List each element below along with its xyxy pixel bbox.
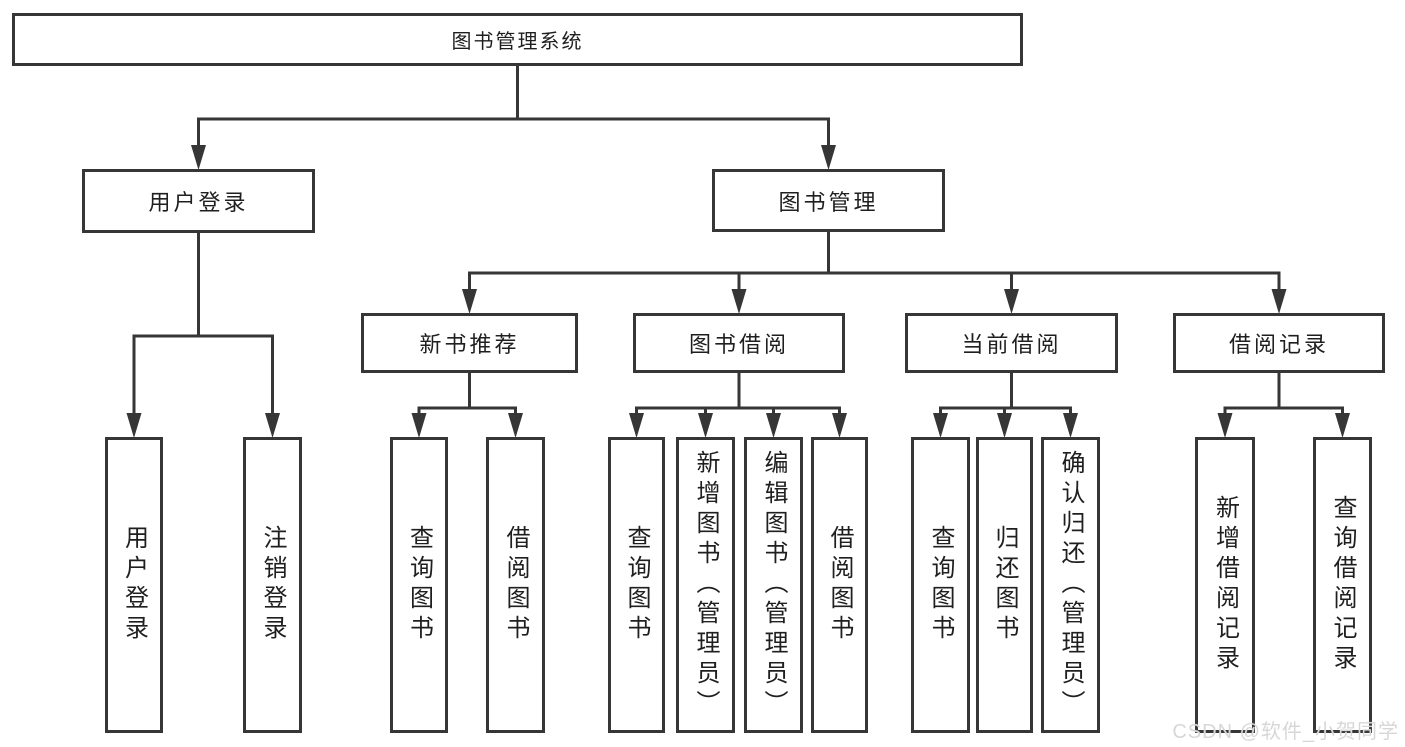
arrowhead-icon	[997, 413, 1012, 438]
node-new-book-rec: 新书推荐	[361, 313, 578, 373]
node-leaf-add-borrow-record: 新增借阅记录	[1195, 437, 1255, 733]
node-label-new-book-rec: 新书推荐	[419, 332, 520, 357]
node-label-borrow-record: 借阅记录	[1228, 332, 1329, 357]
node-label-leaf-logout: 注销登录	[259, 525, 286, 645]
arrowhead-icon	[933, 413, 948, 438]
arrowhead-icon	[731, 289, 747, 314]
node-label-leaf-return-books: 归还图书	[991, 525, 1018, 645]
node-label-current-borrow: 当前借阅	[961, 332, 1062, 357]
node-label-user-login: 用户登录	[148, 190, 249, 215]
node-leaf-user-login: 用户登录	[105, 437, 163, 733]
node-label-leaf-query-books-1: 查询图书	[405, 525, 433, 645]
node-user-login: 用户登录	[82, 169, 315, 233]
node-leaf-add-books: 新增图书（管理员）	[676, 437, 735, 733]
node-book-borrow: 图书借阅	[633, 313, 845, 373]
arrowhead-icon	[832, 413, 847, 438]
arrowhead-icon	[766, 413, 781, 438]
node-label-leaf-add-books: 新增图书（管理员）	[692, 450, 719, 720]
node-label-leaf-borrow-books-1: 借阅图书	[502, 525, 529, 645]
node-root: 图书管理系统	[12, 13, 1023, 66]
arrowhead-icon	[265, 413, 280, 438]
node-label-leaf-add-borrow-record: 新增借阅记录	[1211, 495, 1239, 675]
node-label-book-mgmt: 图书管理	[778, 189, 879, 215]
node-leaf-query-borrow-record: 查询借阅记录	[1313, 437, 1372, 733]
arrowhead-icon	[462, 289, 477, 314]
node-label-root: 图书管理系统	[451, 31, 584, 53]
arrowhead-icon	[1335, 413, 1350, 438]
node-leaf-query-books-3: 查询图书	[911, 437, 970, 733]
node-leaf-query-books-2: 查询图书	[608, 437, 665, 733]
arrowhead-icon	[126, 413, 142, 438]
node-leaf-borrow-books-1: 借阅图书	[486, 437, 545, 733]
node-leaf-edit-books: 编辑图书（管理员）	[744, 437, 803, 733]
node-current-borrow: 当前借阅	[905, 313, 1118, 373]
node-leaf-query-books-1: 查询图书	[390, 437, 448, 733]
arrowhead-icon	[1217, 413, 1233, 438]
node-label-leaf-query-books-3: 查询图书	[927, 525, 954, 645]
node-label-book-borrow: 图书借阅	[688, 332, 789, 357]
arrowhead-icon	[508, 413, 523, 438]
node-book-mgmt: 图书管理	[712, 169, 945, 232]
node-label-leaf-edit-books: 编辑图书（管理员）	[760, 450, 787, 720]
node-label-leaf-query-borrow-record: 查询借阅记录	[1329, 495, 1356, 675]
node-leaf-logout: 注销登录	[243, 437, 302, 733]
arrowhead-icon	[1063, 413, 1078, 438]
node-leaf-confirm-return: 确认归还（管理员）	[1041, 437, 1100, 733]
watermark-text: CSDN @软件_小贺同学	[1172, 721, 1399, 743]
arrowhead-icon	[191, 145, 206, 170]
arrowhead-icon	[411, 413, 427, 438]
node-label-leaf-borrow-books-2: 借阅图书	[826, 525, 853, 645]
arrowhead-icon	[821, 145, 836, 170]
node-label-leaf-query-books-2: 查询图书	[623, 525, 650, 645]
arrowhead-icon	[698, 413, 713, 438]
node-borrow-record: 借阅记录	[1173, 313, 1385, 373]
arrowhead-icon	[1004, 289, 1019, 314]
arrowhead-icon	[629, 413, 644, 438]
arrowhead-icon	[1271, 289, 1287, 314]
node-leaf-return-books: 归还图书	[976, 437, 1033, 733]
node-leaf-borrow-books-2: 借阅图书	[811, 437, 868, 733]
node-label-leaf-user-login: 用户登录	[120, 525, 148, 645]
node-label-leaf-confirm-return: 确认归还（管理员）	[1057, 450, 1084, 720]
